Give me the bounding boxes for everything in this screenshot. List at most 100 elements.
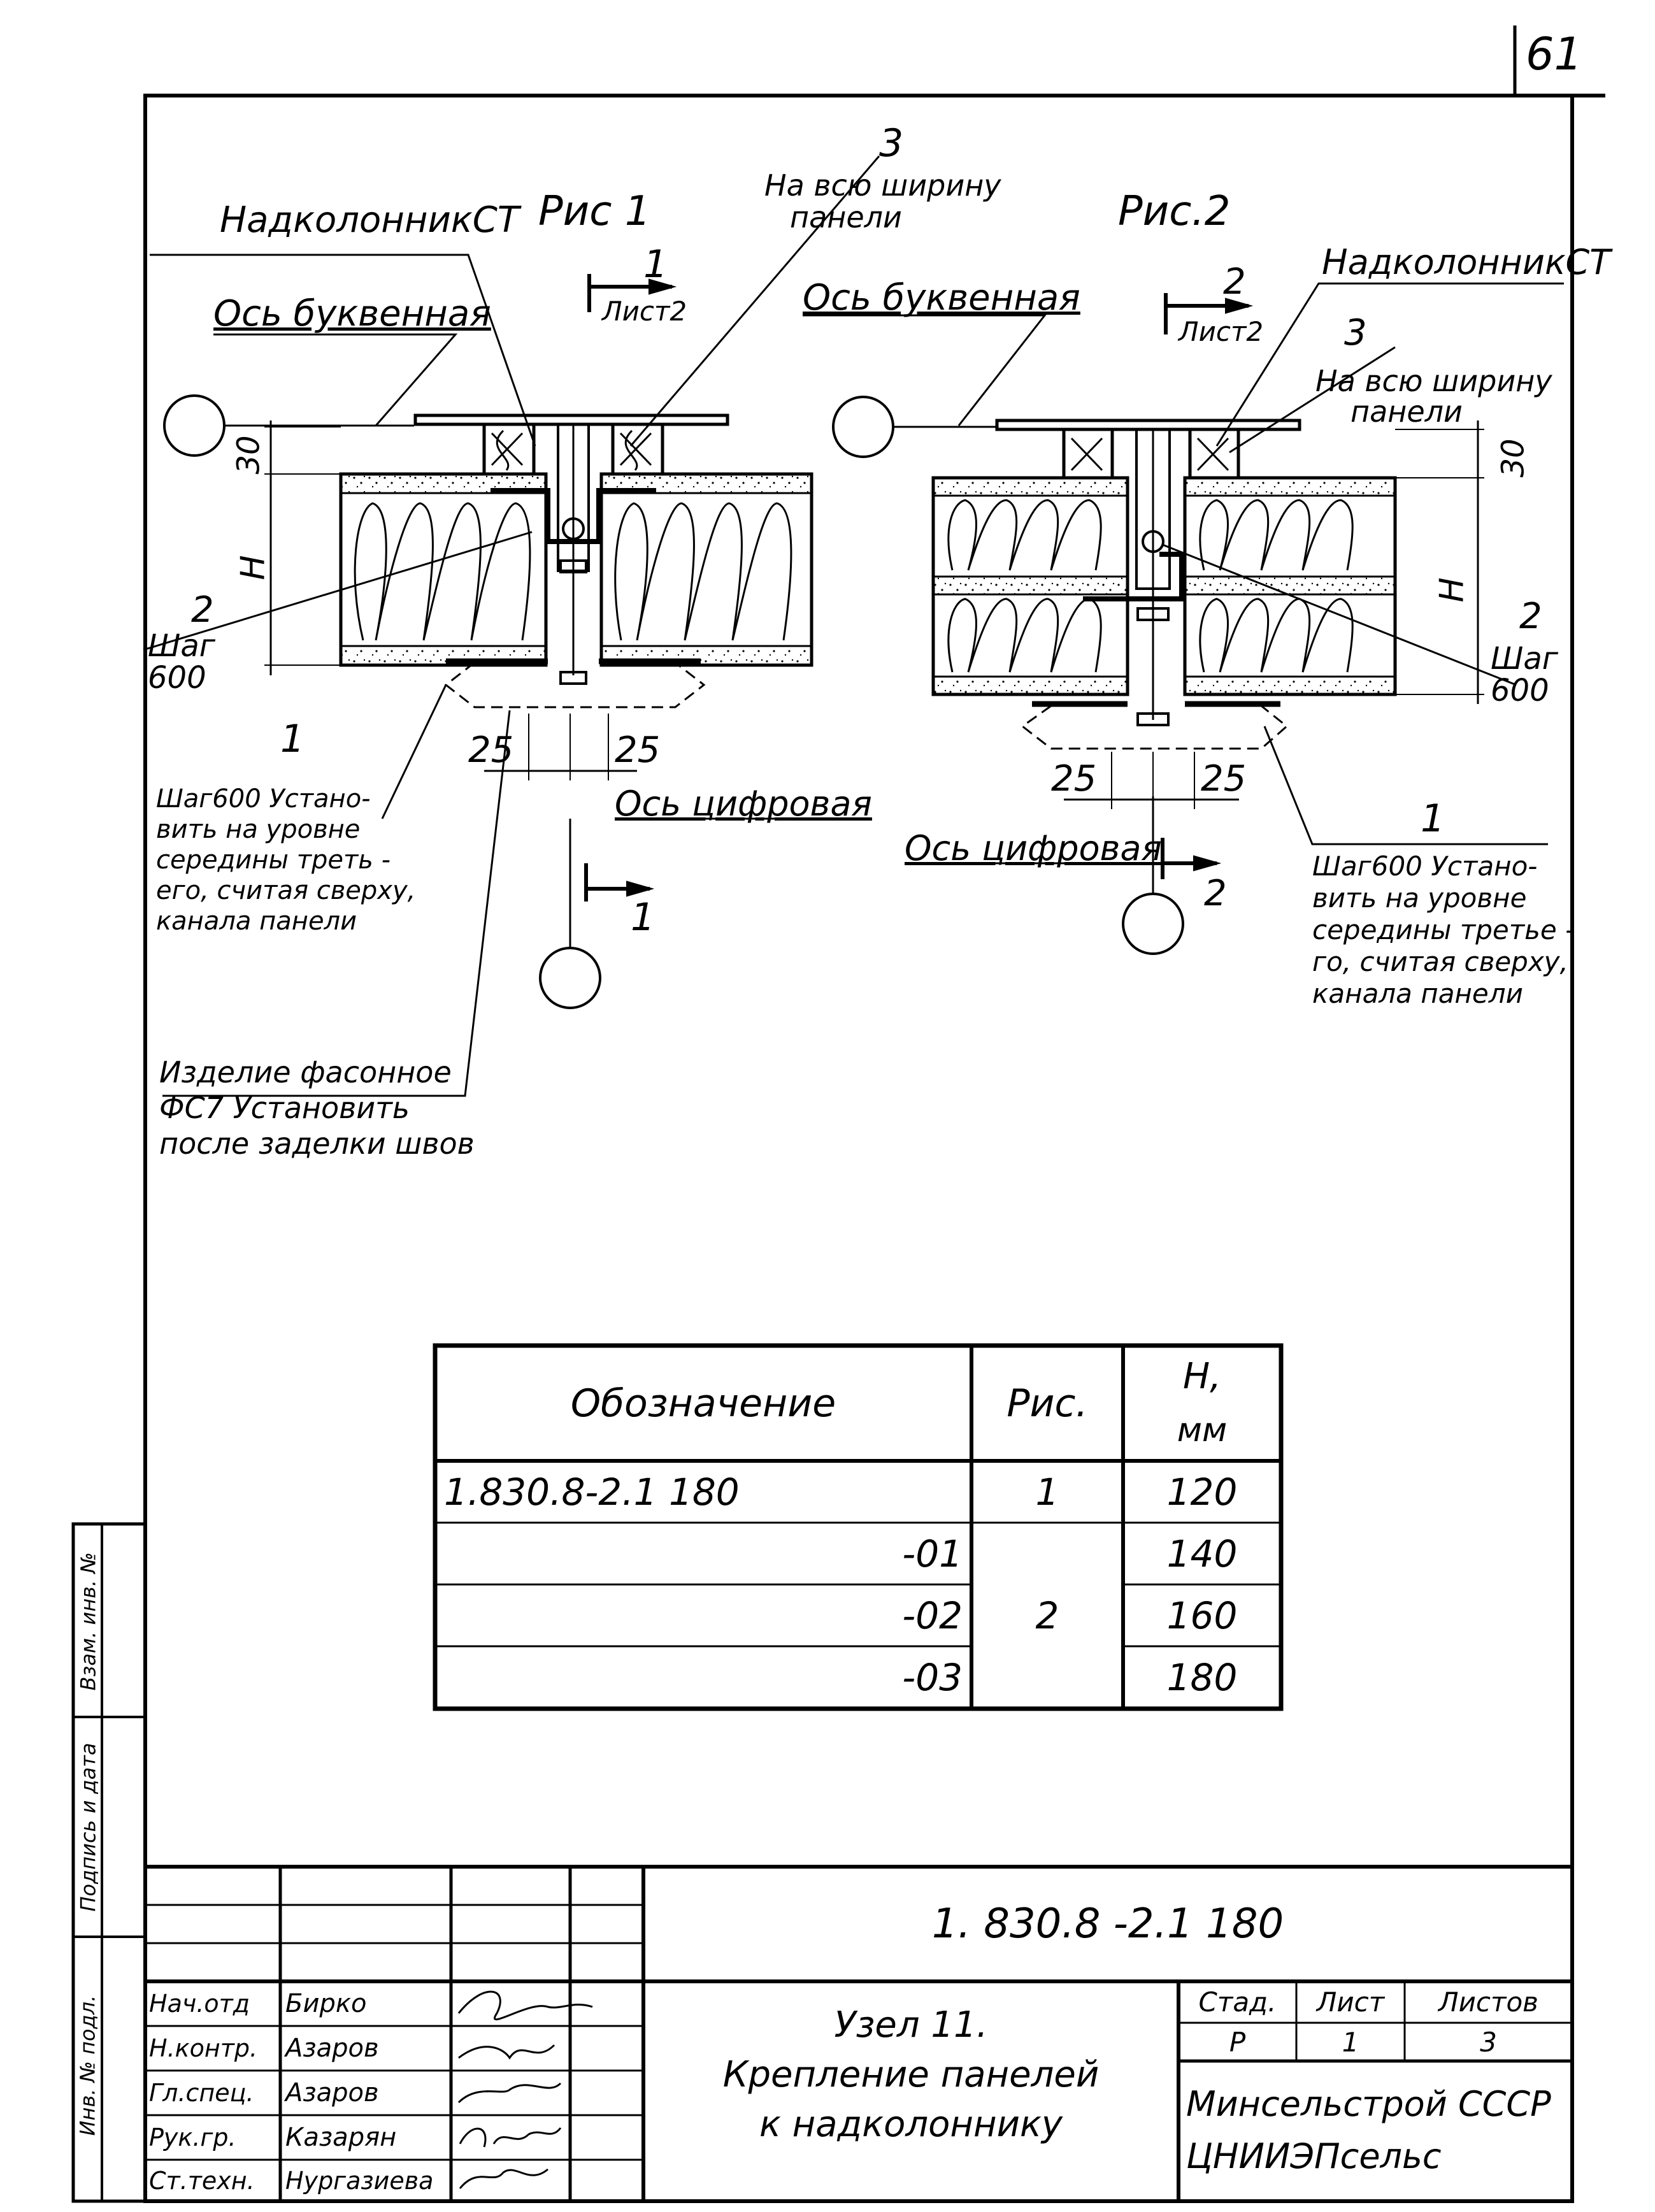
- fig2-pos2: 2: [1519, 596, 1542, 637]
- table-header-fig: Рис.: [1007, 1381, 1088, 1426]
- fig1-section-num: 1: [643, 242, 668, 287]
- title-sheet-value: 1: [1342, 2026, 1359, 2058]
- fig1-pos3: 3: [879, 121, 904, 166]
- fig1-label-os-cifrovaya: Ось цифровая: [615, 784, 872, 824]
- table-row-3-fig: 2: [1035, 1594, 1059, 1637]
- org-line: ЦНИИЭПсельс: [1186, 2136, 1442, 2176]
- table-row-1-h: 120: [1166, 1470, 1238, 1514]
- side-stamp-inv-podl: Инв. № подл.: [75, 1995, 100, 2136]
- title-role-nach-otd: Нач.отд: [149, 1990, 250, 2018]
- fig1-note-1: Шаг600 Устано- вить на уровне середины т…: [156, 784, 415, 937]
- table-row-3-designation: -02: [902, 1593, 963, 1637]
- fig1-note-1-line: вить на уровне: [156, 815, 361, 844]
- fig1-pos2: 2: [191, 589, 214, 631]
- fig2-note-1-line: вить на уровне: [1312, 882, 1527, 914]
- fig2-dim-30: 30: [1495, 438, 1531, 478]
- fig1-section-sheet: Лист2: [602, 296, 687, 327]
- fig1-pos3-text2: панели: [790, 200, 902, 234]
- fig2-note-1: Шаг600 Устано- вить на уровне середины т…: [1312, 851, 1575, 1010]
- title-role-ruk-gr: Рук.гр.: [149, 2123, 236, 2151]
- fig1-label-nadkolonnik: НадколонникСТ: [220, 199, 520, 241]
- table-header-designation: Обозначение: [570, 1381, 836, 1426]
- figure-2-drawing: [615, 282, 1564, 955]
- table-row-1-fig: 1: [1035, 1470, 1059, 1514]
- title-name-4: Казарян: [285, 2123, 397, 2152]
- fig2-section-num: 2: [1223, 261, 1246, 303]
- fig1-note-1-line: канала панели: [156, 907, 357, 936]
- table-header-h: H,: [1183, 1355, 1221, 1397]
- side-stamp-vzam-inv: Взам. инв. №: [76, 1552, 101, 1691]
- fig2-note-1-line: канала панели: [1312, 978, 1523, 1009]
- signatures: [457, 1990, 593, 2189]
- spec-table-grid: [433, 1343, 1284, 1711]
- fig2-label-nadkolonnik: НадколонникСТ: [1322, 242, 1611, 282]
- title-stage-label: Стад.: [1198, 1986, 1277, 2018]
- table-row-3-h: 160: [1166, 1593, 1238, 1637]
- fig2-dim-25b: 25: [1201, 758, 1247, 800]
- fig2-title: Рис.2: [1118, 188, 1231, 235]
- title-name-5: Нургазиева: [285, 2166, 434, 2195]
- fig1-note-fc7-line: после заделки швов: [159, 1126, 475, 1161]
- fig1-note-fc7: Изделие фасонное ФС7 Установить после за…: [159, 1054, 475, 1161]
- title-line: Крепление панелей: [722, 2054, 1100, 2095]
- title-name-1: Бирко: [285, 1989, 367, 2018]
- fig2-dim-25a: 25: [1051, 758, 1097, 800]
- fig2-note-1-line: Шаг600 Устано-: [1312, 851, 1538, 882]
- fig2-pos3-text2: панели: [1351, 394, 1463, 429]
- fig1-note-fc7-line: Изделие фасонное: [159, 1055, 452, 1089]
- title-name-2: Азаров: [285, 2034, 379, 2063]
- fig1-note-1-line: его, считая сверху,: [156, 876, 416, 905]
- title-block-doc-code: 1. 830.8 -2.1 180: [931, 1900, 1284, 1948]
- fig2-label-os-cifrovaya: Ось цифровая: [905, 828, 1162, 868]
- fig2-step-label: Шаг: [1491, 641, 1558, 677]
- fig1-step-value: 600: [148, 660, 206, 696]
- title-sheets-value: 3: [1480, 2026, 1497, 2058]
- fig1-section-bottom: 1: [631, 895, 656, 940]
- fig2-pos1: 1: [1421, 796, 1445, 841]
- side-stamp-podpis-data: Подпись и дата: [76, 1742, 101, 1912]
- title-block-grid: [145, 1865, 1572, 2201]
- org-line: Минсельстрой СССР: [1186, 2084, 1551, 2124]
- title-name-3: Азаров: [285, 2078, 379, 2108]
- table-row-1-designation: 1.830.8-2.1 180: [444, 1470, 740, 1514]
- title-stage-value: Р: [1229, 2026, 1246, 2058]
- fig1-dim-25a: 25: [468, 729, 514, 771]
- fig2-pos3-text1: На всю ширину: [1315, 364, 1552, 398]
- table-row-4-designation: -03: [902, 1656, 963, 1699]
- sheet-frame: [71, 25, 1605, 2203]
- title-role-n-kontr: Н.контр.: [149, 2034, 258, 2062]
- title-line: к надколоннику: [759, 2104, 1063, 2145]
- title-sheet-label: Лист: [1316, 1986, 1385, 2018]
- table-row-4-h: 180: [1166, 1656, 1238, 1699]
- fig1-label-os-bukvennaya: Ось буквенная: [213, 293, 491, 334]
- table-header-unit: мм: [1177, 1411, 1228, 1449]
- title-sheets-label: Листов: [1438, 1986, 1538, 2018]
- title-role-gl-spec: Гл.спец.: [149, 2079, 254, 2107]
- fig1-dim-h: H: [234, 555, 273, 580]
- figure-1-drawing: [143, 155, 880, 1097]
- fig1-dim-30: 30: [231, 435, 267, 475]
- table-row-2-designation: -01: [902, 1532, 963, 1576]
- fig2-pos3: 3: [1344, 312, 1367, 354]
- title-line: Узел 11.: [834, 2004, 988, 2046]
- title-block-organization: Минсельстрой СССР ЦНИИЭПсельс: [1186, 2078, 1551, 2183]
- fig1-title: Рис 1: [538, 188, 651, 235]
- fig1-pos3-text1: На всю ширину: [764, 168, 1001, 203]
- title-role-st-tehn: Ст.техн.: [149, 2166, 255, 2195]
- fig2-note-1-line: го, считая сверху,: [1312, 946, 1568, 977]
- fig2-dim-h: H: [1433, 577, 1472, 603]
- fig2-section-sheet: Лист2: [1179, 316, 1264, 347]
- fig2-step-value: 600: [1491, 673, 1549, 708]
- fig2-section-bottom: 2: [1204, 873, 1227, 914]
- fig1-note-fc7-line: ФС7 Установить: [159, 1091, 410, 1125]
- fig1-dim-25b: 25: [615, 729, 661, 771]
- fig2-note-1-line: середины третье -: [1312, 914, 1575, 945]
- fig2-label-os-bukvennaya: Ось буквенная: [803, 277, 1080, 319]
- fig1-step-label: Шаг: [148, 628, 215, 664]
- title-block-drawing-title: Узел 11. Крепление панелей к надколонник…: [643, 2000, 1179, 2150]
- fig1-pos1: 1: [280, 717, 305, 761]
- sheet-number: 61: [1526, 28, 1583, 80]
- fig1-note-1-line: Шаг600 Устано-: [156, 784, 371, 814]
- table-row-2-h: 140: [1166, 1532, 1238, 1576]
